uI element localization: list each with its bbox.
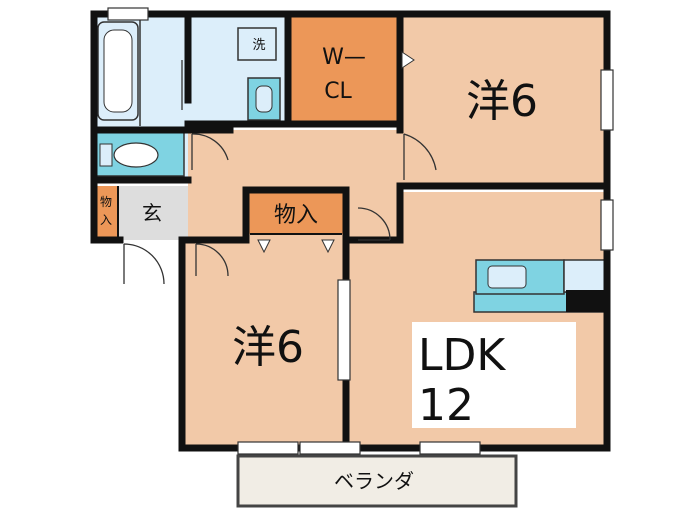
kitchen-sink-bowl	[487, 265, 527, 289]
kitchen-cabinet	[563, 259, 608, 293]
room-label-storage-entrance-line2: 入	[100, 213, 112, 227]
room-label-wcl-line1: W—	[322, 45, 366, 70]
doors	[123, 60, 437, 285]
bathtub-inner	[103, 29, 133, 113]
entrance	[118, 186, 188, 240]
refrigerator-space	[566, 290, 607, 312]
ldk-label-box	[412, 322, 576, 428]
room-label-entrance: 玄	[142, 201, 162, 225]
room-label-wcl-line2: CL	[324, 79, 352, 104]
western-room-upper	[400, 14, 607, 186]
room-label-ldk-line1: LDK	[418, 330, 506, 381]
washing-machine	[237, 27, 277, 61]
wash-basin-bowl	[255, 85, 273, 113]
balcony	[236, 454, 518, 508]
room-label-balcony: ベランダ	[334, 469, 414, 493]
storage-entrance	[94, 186, 118, 240]
toilet-bowl	[113, 142, 159, 168]
windows	[107, 7, 614, 455]
room-label-storage-center: 物入	[274, 203, 318, 228]
room-label-washroom: 洗	[252, 38, 265, 53]
western-room-lower	[182, 240, 346, 448]
walk-in-closet	[288, 14, 400, 124]
toilet-tank	[99, 143, 113, 167]
room-label-storage-entrance-line1: 物	[100, 195, 112, 209]
room-label-western-upper: 洋6	[466, 76, 538, 127]
room-label-western-lower: 洋6	[232, 322, 304, 373]
storage-center	[246, 190, 344, 234]
storage-door-marker-left	[257, 239, 271, 254]
closet-door-marker	[401, 51, 415, 69]
storage-door-marker-right	[321, 239, 335, 254]
room-label-ldk-line2: 12	[418, 380, 474, 431]
